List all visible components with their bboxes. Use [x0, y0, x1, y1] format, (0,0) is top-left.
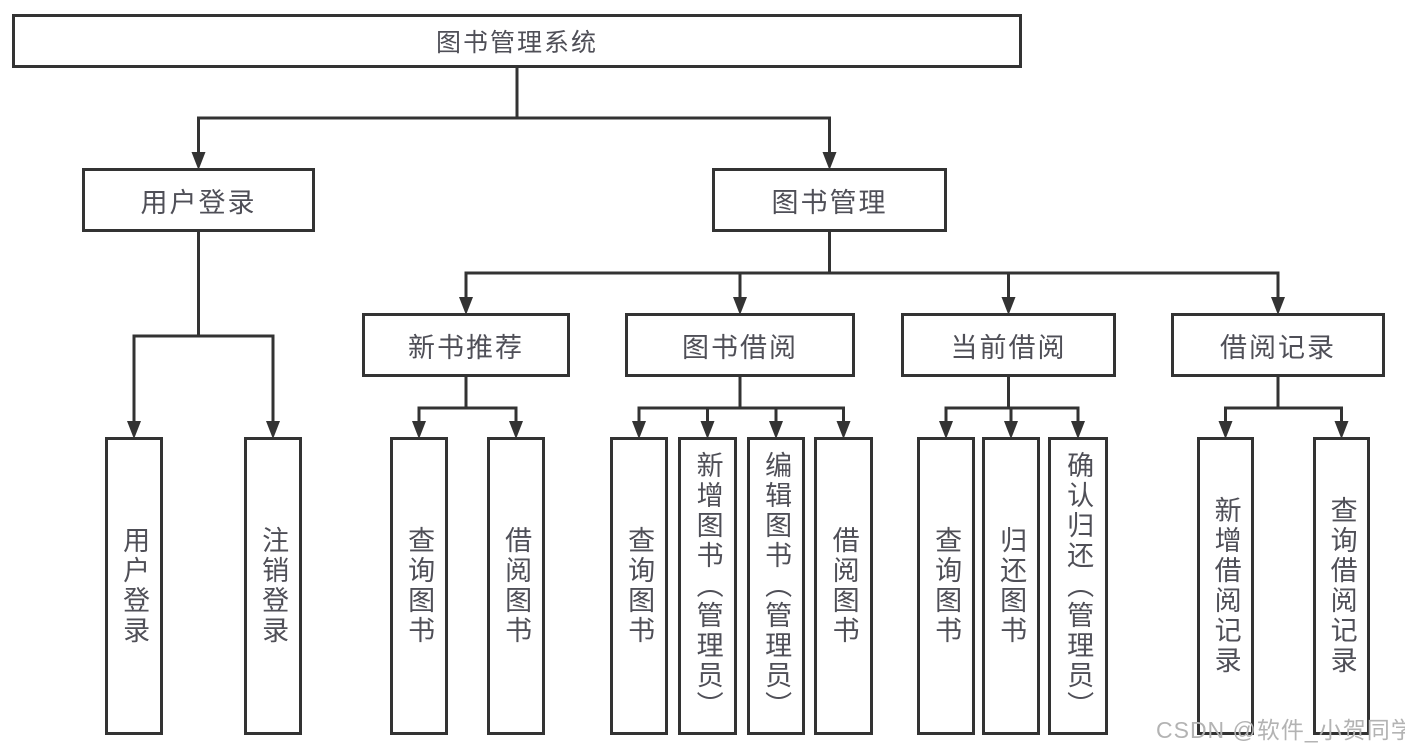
- node-label: 借阅记录: [1220, 332, 1336, 363]
- node-leaf-add-books-admin: 新增图书（管理员）: [678, 437, 737, 735]
- arrowhead-icon: [700, 421, 715, 439]
- node-label: 查询图书: [404, 526, 435, 646]
- node-leaf-borrow-books: 借阅图书: [814, 437, 873, 735]
- node-label: 当前借阅: [950, 332, 1067, 363]
- node-new-book-rec: 新书推荐: [362, 313, 570, 377]
- node-leaf-edit-books-admin: 编辑图书（管理员）: [747, 437, 805, 735]
- node-leaf-search-books-rec: 查询图书: [390, 437, 448, 735]
- arrowhead-icon: [412, 421, 426, 439]
- node-label: 借阅图书: [828, 526, 859, 646]
- node-label: 用户登录: [119, 526, 150, 646]
- arrowhead-icon: [266, 421, 280, 439]
- node-label: 新书推荐: [408, 332, 524, 363]
- arrowhead-icon: [822, 152, 837, 170]
- node-label: 查询图书: [931, 526, 962, 646]
- arrowhead-icon: [769, 421, 783, 439]
- node-leaf-borrow-books-rec: 借阅图书: [487, 437, 545, 735]
- node-root: 图书管理系统: [12, 14, 1022, 68]
- arrowhead-icon: [733, 297, 747, 315]
- arrowhead-icon: [939, 421, 953, 439]
- node-leaf-search-record: 查询借阅记录: [1313, 437, 1370, 735]
- arrowhead-icon: [127, 421, 141, 439]
- arrowhead-icon: [1004, 421, 1018, 439]
- node-leaf-search-books: 查询图书: [610, 437, 668, 735]
- node-label: 用户登录: [140, 187, 257, 218]
- arrowhead-icon: [1271, 297, 1285, 315]
- node-label: 归还图书: [996, 526, 1027, 646]
- arrowhead-icon: [509, 421, 523, 439]
- node-leaf-search-current: 查询图书: [917, 437, 975, 735]
- node-leaf-return-books: 归还图书: [982, 437, 1040, 735]
- node-user-login: 用户登录: [82, 168, 315, 232]
- node-label: 新增借阅记录: [1210, 496, 1241, 676]
- node-book-mgmt: 图书管理: [712, 168, 947, 232]
- arrowhead-icon: [1001, 297, 1016, 315]
- node-label: 图书管理系统: [435, 29, 598, 57]
- node-book-borrow: 图书借阅: [625, 313, 855, 377]
- watermark: CSDN @软件_小贺同学: [1156, 717, 1405, 743]
- node-label: 查询图书: [624, 526, 655, 646]
- arrowhead-icon: [459, 297, 473, 315]
- node-label: 借阅图书: [501, 526, 532, 646]
- arrowhead-icon: [191, 152, 206, 170]
- node-label: 查询借阅记录: [1326, 496, 1357, 676]
- arrowhead-icon: [1334, 421, 1349, 439]
- node-label: 图书管理: [771, 187, 888, 218]
- arrowhead-icon: [836, 421, 851, 439]
- node-leaf-confirm-return: 确认归还（管理员）: [1048, 437, 1108, 735]
- node-label: 编辑图书（管理员）: [761, 451, 792, 721]
- node-leaf-add-record: 新增借阅记录: [1197, 437, 1254, 735]
- node-label: 图书借阅: [682, 332, 798, 363]
- node-label: 注销登录: [258, 526, 289, 646]
- node-current-borrow: 当前借阅: [901, 313, 1116, 377]
- node-leaf-logout: 注销登录: [244, 437, 302, 735]
- node-label: 确认归还（管理员）: [1063, 451, 1094, 721]
- arrowhead-icon: [1071, 421, 1085, 439]
- node-borrow-records: 借阅记录: [1171, 313, 1385, 377]
- node-leaf-user-login: 用户登录: [105, 437, 163, 735]
- arrowhead-icon: [1218, 421, 1233, 439]
- node-label: 新增图书（管理员）: [692, 451, 723, 721]
- arrowhead-icon: [632, 421, 646, 439]
